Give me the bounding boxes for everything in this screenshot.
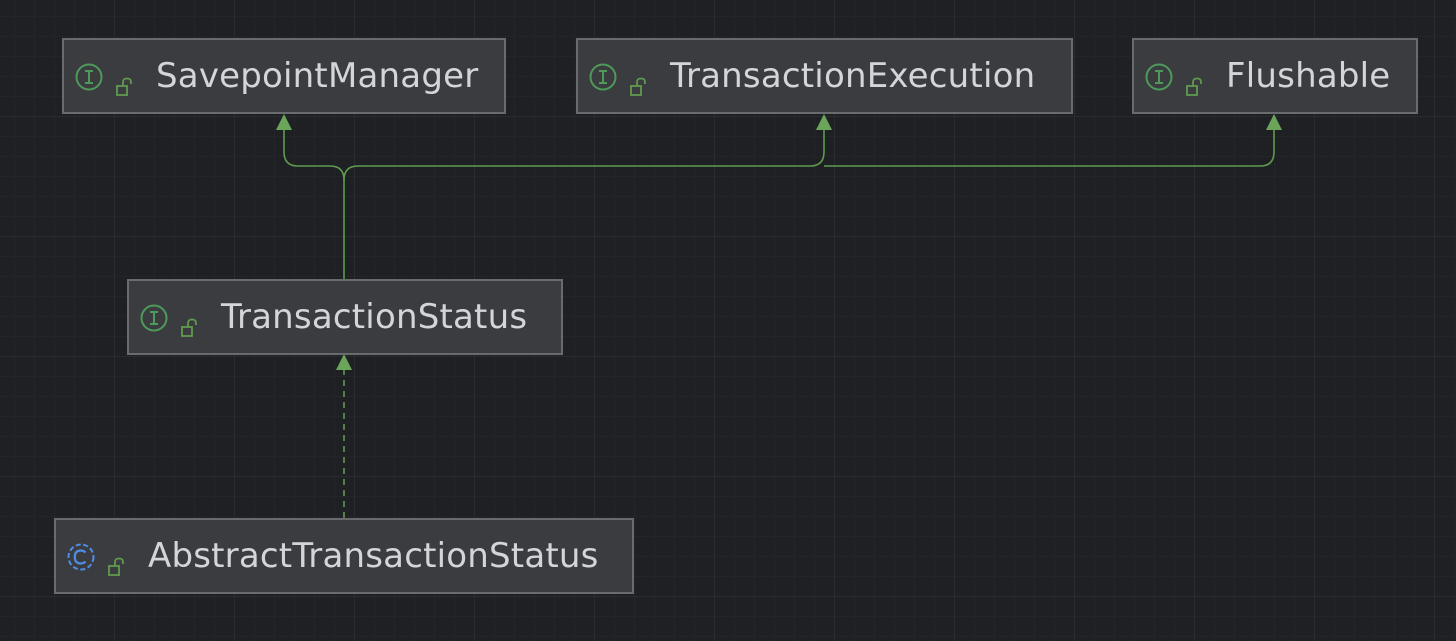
node-label: Flushable (1226, 56, 1391, 96)
public-lock-icon (630, 66, 648, 96)
arrowhead-flushable (1266, 114, 1282, 130)
node-label: TransactionStatus (221, 297, 528, 337)
abstract-class-icon (66, 541, 96, 571)
node-label: SavepointManager (156, 56, 479, 96)
public-lock-icon (108, 546, 126, 576)
edge-status-to-savepoint (283, 128, 345, 279)
node-abstracttransactionstatus[interactable]: AbstractTransactionStatus (54, 518, 634, 594)
edge-status-to-flushable (824, 128, 1275, 167)
interface-icon (74, 61, 104, 91)
node-savepointmanager[interactable]: SavepointManager (62, 38, 506, 114)
arrowhead-execution (816, 114, 832, 130)
edge-status-to-execution (343, 128, 825, 181)
node-transactionstatus[interactable]: TransactionStatus (127, 279, 563, 355)
node-flushable[interactable]: Flushable (1132, 38, 1418, 114)
node-label: AbstractTransactionStatus (148, 536, 599, 576)
public-lock-icon (1186, 66, 1204, 96)
interface-icon (1144, 61, 1174, 91)
arrowhead-savepoint (276, 114, 292, 130)
interface-icon (588, 61, 618, 91)
interface-icon (139, 302, 169, 332)
arrowhead-status (336, 354, 352, 370)
node-label: TransactionExecution (670, 56, 1036, 96)
node-transactionexecution[interactable]: TransactionExecution (576, 38, 1073, 114)
public-lock-icon (116, 66, 134, 96)
public-lock-icon (181, 307, 199, 337)
